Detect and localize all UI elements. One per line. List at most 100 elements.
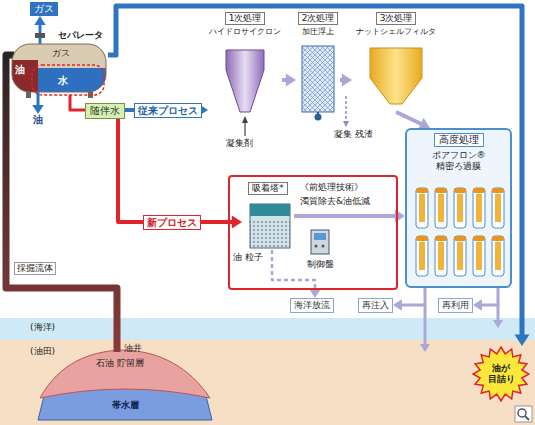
discharge-flow <box>272 250 315 292</box>
land <box>0 340 535 425</box>
reuse-flow <box>479 288 498 305</box>
edge-label: 従来プロセス <box>134 103 202 118</box>
process-flow <box>282 78 289 82</box>
label-text: 2次処理 <box>298 12 339 25</box>
reuse-flow <box>473 288 498 311</box>
adsorption-tower <box>250 220 290 248</box>
land <box>0 340 535 425</box>
zoom-icon <box>515 406 532 422</box>
clog-flow <box>108 6 530 346</box>
label-text: 3次処理 <box>376 12 417 25</box>
label-text: 制御盤 <box>307 259 334 270</box>
control-panel-icon <box>311 230 329 254</box>
membrane-cylinder <box>473 188 485 193</box>
fluid-label: 採掘流体 <box>14 262 56 275</box>
separator-vessel <box>32 65 104 95</box>
discharge-flow <box>272 250 320 298</box>
tertiary-treatment: 3次処理ナットシェルフィルタ <box>352 12 440 112</box>
region-label: (海洋) <box>30 322 55 333</box>
aquifer-label: 帯水層 <box>112 400 139 411</box>
membrane-cylinder <box>435 236 447 276</box>
label-text: ハイドロサイクロン <box>209 27 281 37</box>
adsorption-tower <box>250 204 290 248</box>
adsorption-tower: 吸着塔* <box>242 182 294 250</box>
gas-line <box>34 16 45 28</box>
membrane-cylinder <box>454 188 466 228</box>
membrane-cylinder <box>454 236 466 276</box>
new-process-region: 《前処理技術》濁質除去&油低減吸着塔* 制御盤 <box>228 175 398 290</box>
new-flow <box>118 119 242 229</box>
process-flow <box>396 112 430 130</box>
label-text: 1次処理 <box>225 12 266 25</box>
control-panel-icon <box>315 245 318 248</box>
residue-arrow <box>343 96 349 127</box>
riser-pipe <box>6 55 117 352</box>
outflow-arrows <box>424 305 427 346</box>
membrane-cylinder <box>454 236 466 241</box>
flotation-tank <box>302 46 334 112</box>
process-flow <box>396 112 424 125</box>
well-label: 油井 <box>124 343 142 354</box>
label-text: 濁質除去&油低減 <box>300 196 370 207</box>
label-text: ガス <box>52 48 70 59</box>
chemical-label: 凝集剤 <box>226 138 253 149</box>
reinject-flow <box>393 288 425 311</box>
separator-vessel <box>12 60 38 92</box>
separator-vessel <box>69 95 72 100</box>
membrane-cylinder <box>435 188 447 228</box>
oil-line <box>37 100 40 108</box>
membrane-cylinder <box>416 236 428 276</box>
riser-pipe <box>6 55 117 352</box>
adsorption-tower <box>250 204 290 216</box>
membrane-cylinder <box>473 236 485 276</box>
zoom-icon <box>515 406 532 422</box>
membrane-cylinder <box>492 236 504 241</box>
membrane-cylinder <box>476 242 482 270</box>
separator: セパレータガス油水 <box>8 28 108 100</box>
water-line <box>70 100 85 110</box>
control-panel-icon <box>311 230 329 254</box>
membrane-cylinder <box>435 236 447 241</box>
sea-band <box>0 318 535 342</box>
nutshell-filter <box>370 48 422 104</box>
flotation-tank <box>315 114 322 121</box>
process-flow <box>340 78 345 82</box>
particle-label: 油 粒子 <box>233 252 253 263</box>
membrane-cylinder <box>416 236 428 241</box>
separator-vessel <box>12 60 106 92</box>
outflow-arrows <box>420 344 430 352</box>
membrane-cylinder <box>492 236 504 276</box>
label-text: 海洋放流 <box>294 300 330 311</box>
residue-label: 凝集 残渣 <box>334 129 356 140</box>
flotation-tank <box>302 46 334 121</box>
label-text: 水 <box>58 75 68 87</box>
oil-outlet: 油 <box>33 114 43 126</box>
control-panel: 制御盤 <box>300 226 340 270</box>
outflow-arrows <box>497 305 500 322</box>
residue-arrow <box>343 121 349 127</box>
reuse: 再利用 <box>438 298 473 313</box>
primary-treatment: 1次処理ハイドロサイクロン <box>208 12 282 120</box>
process-flow <box>340 73 352 86</box>
hydrocyclone <box>226 50 264 112</box>
control-panel-icon <box>314 233 326 240</box>
label-text: 加圧浮上 <box>302 27 334 37</box>
produced-water-box: 随伴水 <box>85 103 125 119</box>
membrane-cylinder <box>438 194 444 222</box>
membrane-cylinder <box>492 188 504 228</box>
ocean-discharge: 海洋放流 <box>290 298 334 313</box>
membrane-cylinder <box>495 242 501 270</box>
membrane-cylinder <box>473 188 485 228</box>
adsorption-tower <box>250 204 290 248</box>
label-text: 高度処理 <box>434 133 484 147</box>
label-text: 随伴水 <box>90 105 120 117</box>
separator-vessel <box>35 33 45 38</box>
label-text: ポアフロン® 精密ろ過膜 <box>417 150 501 172</box>
nutshell-filter <box>370 48 422 104</box>
residue-arrow <box>345 96 347 122</box>
label-text: 油が 目詰り <box>486 363 516 385</box>
control-panel-icon <box>322 245 325 248</box>
label-text: 《前処理技術》 <box>300 182 363 193</box>
